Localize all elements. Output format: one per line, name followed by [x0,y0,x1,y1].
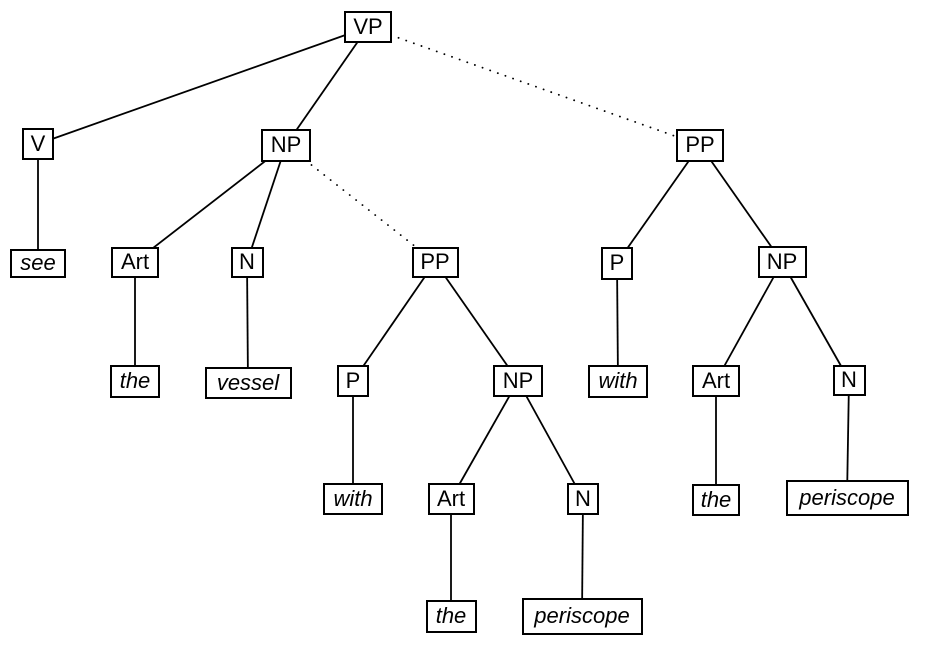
tree-edge-n2-per1 [581,498,584,617]
tree-node-pp2: PP [676,128,724,162]
tree-edge-pp1-p1 [352,261,436,382]
tree-edge-np1-art1 [134,144,287,263]
tree-edge-vp-v [37,26,369,145]
tree-node-vp: VP [344,11,392,43]
tree-node-with1: with [323,483,383,515]
tree-edge-pp2-np3 [699,144,783,263]
tree-node-the2: the [425,599,477,633]
tree-edge-np2-n2 [517,380,584,500]
tree-node-ves: vessel [204,367,292,399]
tree-node-art2: Art [427,483,475,515]
tree-node-np1: NP [261,128,311,162]
tree-node-n2: N [567,483,599,515]
tree-edge-pp2-p2 [616,144,701,264]
tree-edge-p2-with2 [616,262,619,382]
tree-edge-np3-n3 [781,261,850,381]
tree-edge-n1-ves [246,261,249,384]
tree-edge-pp1-np2 [434,261,519,382]
tree-node-per2: periscope [785,480,909,516]
tree-node-v: V [22,128,54,160]
tree-edge-np2-art2 [450,380,519,500]
tree-edge-vp-np1 [285,26,369,146]
tree-edge-np3-art3 [715,261,783,382]
tree-node-the1: the [110,364,160,398]
tree-node-per1: periscope [521,597,643,635]
tree-node-p2: P [601,246,633,280]
tree-node-p1: P [337,365,369,397]
tree-node-n1: N [230,246,264,278]
tree-node-the3: the [692,484,740,516]
tree-node-pp1: PP [411,246,459,278]
tree-node-np3: NP [757,246,807,278]
tree-edge-np1-n1 [246,144,287,263]
tree-node-with2: with [588,364,648,398]
tree-node-art1: Art [111,246,159,278]
tree-node-n3: N [832,364,866,396]
tree-edge-n3-per2 [846,379,850,499]
tree-node-see: see [10,248,66,278]
tree-edge-np1-pp1-dotted [285,144,436,263]
tree-node-np2: NP [493,365,543,397]
tree-edge-vp-pp2-dotted [367,26,701,146]
tree-node-art3: Art [692,365,740,397]
